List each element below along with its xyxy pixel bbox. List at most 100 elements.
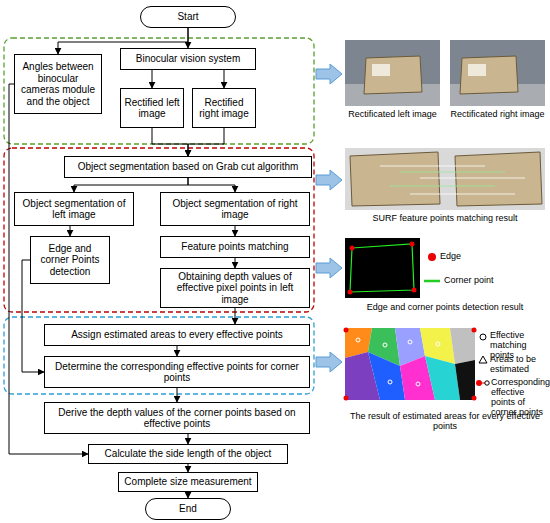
flow-arrow — [188, 28, 189, 48]
process-box: Object segmentation based on Grab cut al… — [64, 156, 312, 178]
photo — [345, 40, 440, 106]
match-line — [380, 166, 485, 167]
block-arrow — [316, 258, 342, 278]
photo-background — [450, 40, 545, 106]
process-box: Derive the depth values of the corner po… — [44, 402, 310, 434]
legend-text: Edge — [440, 252, 530, 262]
effective-point — [388, 380, 392, 384]
process-box: Calculate the side length of the object — [88, 444, 288, 464]
group-outline — [4, 148, 314, 312]
legend-symbol — [479, 356, 487, 363]
flow-arrow — [188, 492, 189, 498]
flow-arrow — [235, 258, 236, 268]
flow-arrow — [224, 70, 225, 88]
corner-dot — [472, 396, 477, 401]
group-outline — [4, 38, 314, 144]
node-text: Angles between binocular cameras module … — [18, 61, 98, 107]
node-text: End — [179, 503, 197, 515]
flow-arrow — [235, 226, 236, 236]
node-text: Calculate the side length of the object — [105, 448, 272, 460]
node-text: Assign estimated areas to every effectiv… — [71, 329, 283, 341]
segmentation-region — [425, 356, 460, 400]
flow-arrow — [177, 388, 178, 402]
match-line — [420, 178, 525, 179]
photo-box — [460, 56, 518, 94]
flow-arrow — [152, 128, 188, 156]
corner-dot — [350, 246, 355, 251]
segmentation-image — [344, 328, 477, 401]
segmentation-region — [368, 352, 405, 400]
process-box: Determine the corresponding effective po… — [44, 356, 310, 388]
flow-arrow — [70, 226, 71, 236]
process-box: Complete size measurement — [118, 472, 258, 492]
legend-text: Areas to be estimated — [490, 355, 548, 375]
process-box: Object segmentation of left image — [14, 192, 134, 226]
photo-background — [345, 40, 440, 106]
image-caption: Rectificated left image — [345, 109, 440, 119]
process-box: Binocular vision system — [120, 48, 256, 70]
node-text: Object segmentation of right image — [164, 198, 306, 221]
match-line — [410, 194, 515, 195]
flow-arrow — [58, 28, 188, 54]
flow-arrow — [9, 84, 88, 454]
matching-image — [345, 148, 545, 210]
node-text: Feature points matching — [181, 241, 288, 253]
process-box: Obtaining depth values of effective pixe… — [160, 268, 310, 308]
effective-point — [356, 338, 360, 342]
node-text: Determine the corresponding effective po… — [48, 361, 306, 384]
node-text: Binocular vision system — [136, 53, 240, 65]
flow-arrow — [188, 464, 189, 472]
node-text: Derive the depth values of the corner po… — [48, 407, 306, 430]
legend-text: Corresponding effective points of corner… — [491, 378, 549, 418]
node-text: Rectified left image — [124, 97, 180, 120]
node-text: Obtaining depth values of effective pixe… — [164, 271, 306, 306]
photo-label — [372, 64, 390, 76]
flow-arrow — [74, 178, 188, 192]
flow-arrow — [235, 308, 236, 324]
image-caption: SURF feature points matching result — [345, 213, 545, 223]
photo — [450, 40, 545, 106]
corner-dot — [472, 328, 477, 333]
match-line — [390, 186, 495, 187]
block-arrow — [316, 64, 342, 84]
photo-box — [350, 152, 440, 206]
flow-arrow — [188, 434, 189, 444]
segmentation-region — [450, 328, 475, 364]
edge-image — [345, 238, 420, 298]
flow-arrow — [22, 260, 44, 372]
legend-symbol — [428, 253, 436, 261]
photo-label — [468, 64, 486, 76]
node-text: Object segmentation of left image — [18, 198, 130, 221]
flow-arrow — [177, 346, 178, 356]
node-text: Edge and corner Points detection — [34, 243, 106, 278]
terminal: End — [145, 498, 231, 520]
corner-dot — [410, 242, 415, 247]
process-box: Edge and corner Points detection — [30, 236, 110, 284]
image-caption: Rectificated right image — [450, 109, 545, 119]
photo-box — [364, 56, 422, 94]
flow-arrow — [188, 178, 235, 192]
corner-dot — [412, 288, 417, 293]
node-text: Object segmentation based on Grab cut al… — [78, 161, 299, 173]
legend-symbol — [424, 280, 440, 283]
photo-background — [345, 238, 420, 298]
process-box: Object segmentation of right image — [160, 192, 310, 226]
process-box: Assign estimated areas to every effectiv… — [44, 324, 310, 346]
node-text: Rectified right image — [196, 97, 252, 120]
process-box: Feature points matching — [160, 236, 310, 258]
process-box: Angles between binocular cameras module … — [14, 54, 102, 114]
block-arrow — [316, 170, 342, 190]
block-arrow — [316, 352, 342, 372]
effective-point — [383, 343, 387, 347]
legend-symbol — [476, 380, 482, 386]
flow-arrow — [188, 128, 224, 156]
effective-point — [416, 382, 420, 386]
match-line — [400, 172, 505, 173]
process-box: Rectified right image — [192, 88, 256, 128]
legend-symbol — [485, 381, 489, 385]
terminal: Start — [140, 6, 236, 28]
legend-symbol — [480, 334, 486, 340]
flow-arrow — [152, 70, 153, 88]
edge-outline — [350, 244, 414, 292]
effective-point — [436, 342, 440, 346]
